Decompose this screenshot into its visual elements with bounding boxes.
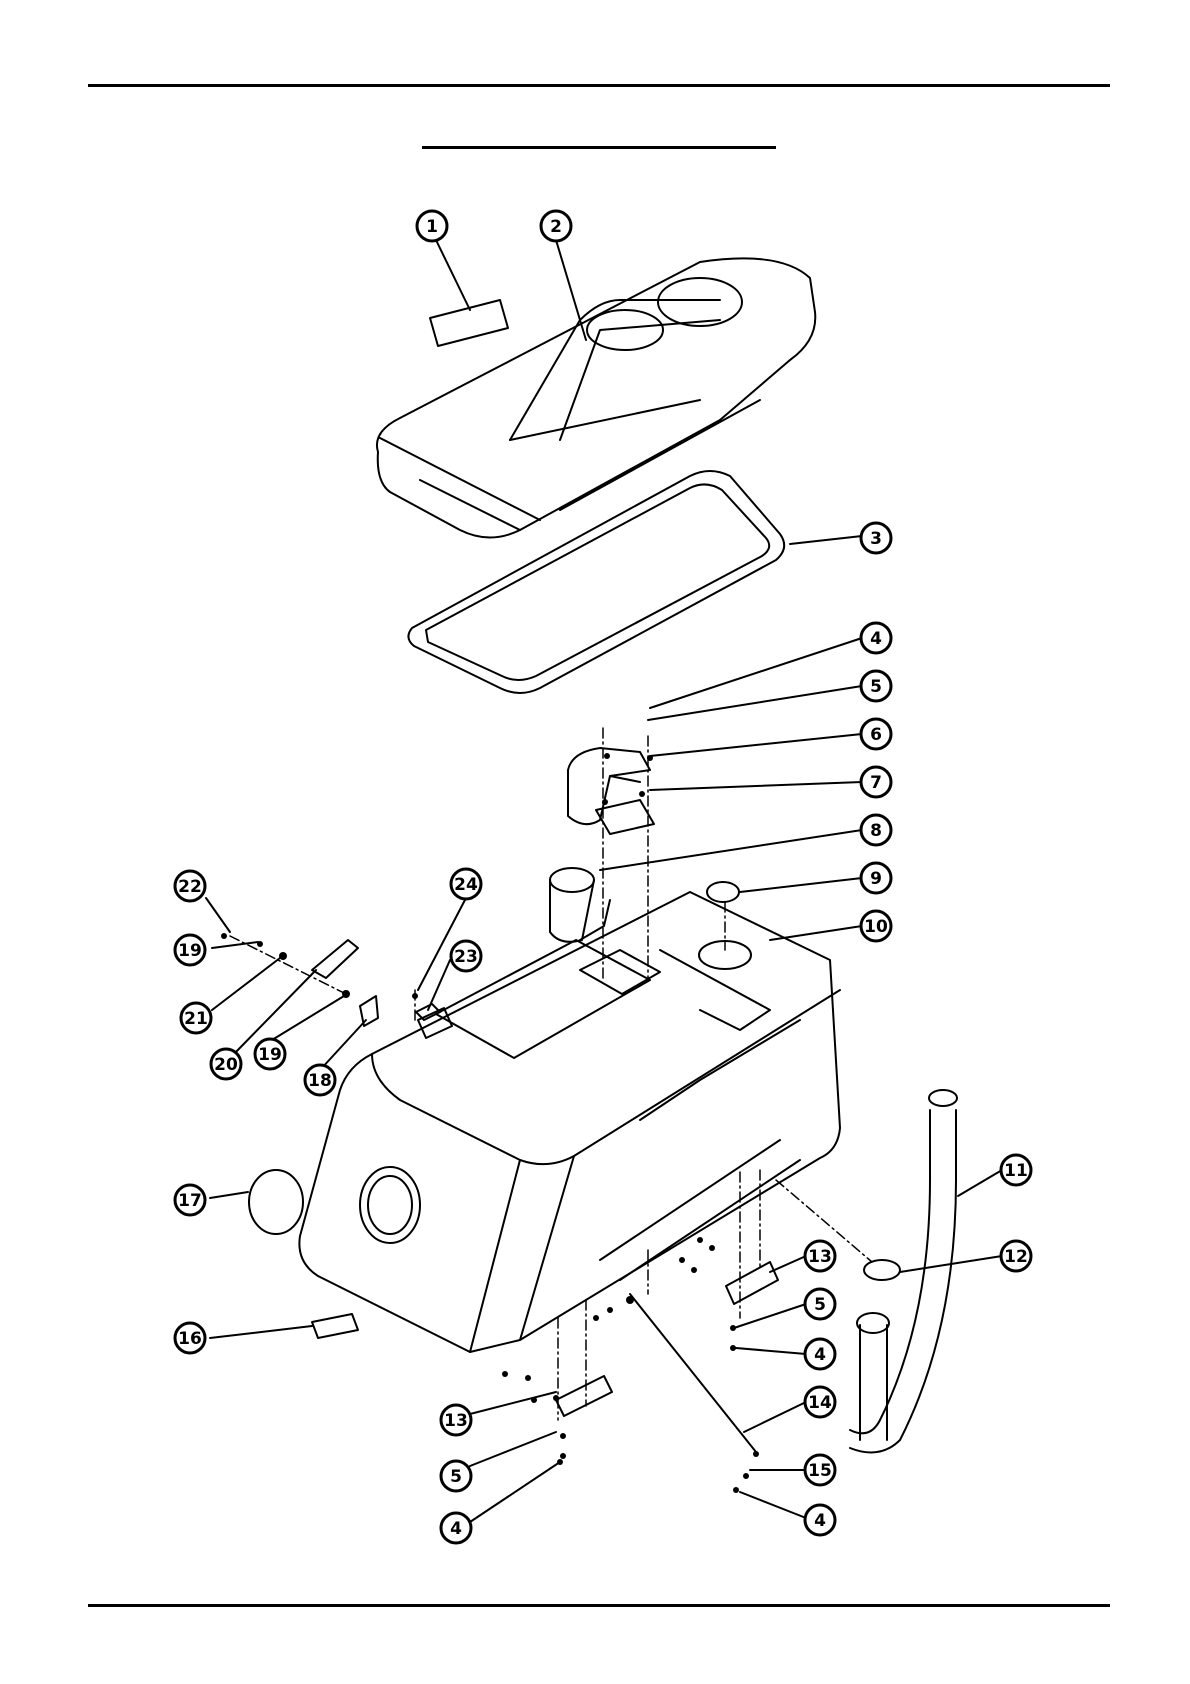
callout-number: 4	[870, 629, 882, 649]
callout-c12: 12	[1001, 1241, 1031, 1271]
callout-c11: 11	[1001, 1155, 1031, 1185]
callout-c5b: 5	[805, 1289, 835, 1319]
callout-c1: 1	[417, 211, 447, 241]
callout-number: 19	[178, 941, 202, 961]
callout-number: 21	[184, 1009, 208, 1029]
callout-c21: 21	[181, 1003, 211, 1033]
callout-c18: 18	[305, 1065, 335, 1095]
callout-c24: 24	[451, 869, 481, 899]
callout-number: 3	[870, 529, 882, 549]
fasteners	[221, 753, 759, 1493]
footer-rule	[88, 1604, 1110, 1607]
part-hinge-plate-left	[556, 1376, 612, 1416]
callout-number: 11	[1004, 1161, 1028, 1181]
callout-number: 7	[870, 773, 882, 793]
part-latch-arm	[312, 940, 358, 978]
part-top-lid	[377, 258, 815, 537]
callout-c2: 2	[541, 211, 571, 241]
callout-number: 13	[444, 1411, 468, 1431]
part-disc	[249, 1170, 303, 1234]
part-small-label	[312, 1314, 358, 1338]
callout-c17: 17	[175, 1185, 205, 1215]
callout-c15: 15	[805, 1455, 835, 1485]
callout-number: 20	[214, 1055, 238, 1075]
callout-c4b: 4	[805, 1339, 835, 1369]
callout-number: 16	[178, 1329, 202, 1349]
callout-number: 1	[426, 217, 438, 237]
callout-number: 8	[870, 821, 882, 841]
callout-c5c: 5	[441, 1461, 471, 1491]
part-recovery-tank	[299, 892, 840, 1352]
callout-number: 23	[454, 947, 478, 967]
callout-number: 10	[864, 917, 888, 937]
callout-number: 9	[870, 869, 882, 889]
callout-number: 5	[450, 1467, 462, 1487]
callout-number: 24	[454, 875, 478, 895]
callout-number: 13	[808, 1247, 832, 1267]
callout-number: 22	[178, 877, 202, 897]
part-latch-plate	[360, 996, 378, 1026]
callout-number: 2	[550, 217, 562, 237]
callout-c7: 7	[861, 767, 891, 797]
callout-c4c: 4	[805, 1505, 835, 1535]
callout-number: 12	[1004, 1247, 1028, 1267]
callout-number: 4	[814, 1345, 826, 1365]
callout-c20: 20	[211, 1049, 241, 1079]
callout-c13b: 13	[441, 1405, 471, 1435]
callout-c19a: 19	[175, 935, 205, 965]
callout-c10: 10	[861, 911, 891, 941]
part-hose-clamp	[864, 1260, 900, 1280]
callout-c8: 8	[861, 815, 891, 845]
callout-c3: 3	[861, 523, 891, 553]
callout-number: 5	[814, 1295, 826, 1315]
callout-number: 18	[308, 1071, 332, 1091]
callout-number: 6	[870, 725, 882, 745]
callout-c5a: 5	[861, 671, 891, 701]
callout-c16: 16	[175, 1323, 205, 1353]
part-gasket	[408, 471, 784, 693]
part-rod	[630, 1294, 756, 1452]
callout-number: 4	[450, 1519, 462, 1539]
callout-number: 4	[814, 1511, 826, 1531]
callout-number: 14	[808, 1393, 832, 1413]
callout-c6: 6	[861, 719, 891, 749]
callout-number: 5	[870, 677, 882, 697]
part-hinge-plate-right	[726, 1262, 778, 1304]
part-inlet-tube	[550, 868, 610, 942]
callout-c14: 14	[805, 1387, 835, 1417]
part-bracket-plate	[596, 800, 654, 834]
callout-number: 15	[808, 1461, 832, 1481]
callout-c9: 9	[861, 863, 891, 893]
part-intake-elbow	[568, 748, 650, 824]
callout-c22: 22	[175, 871, 205, 901]
callout-c4a: 4	[861, 623, 891, 653]
callout-number: 17	[178, 1191, 202, 1211]
callout-c13a: 13	[805, 1241, 835, 1271]
part-cap	[707, 882, 739, 902]
callout-c23: 23	[451, 941, 481, 971]
callout-c19b: 19	[255, 1039, 285, 1069]
callout-c4d: 4	[441, 1513, 471, 1543]
callout-number: 19	[258, 1045, 282, 1065]
